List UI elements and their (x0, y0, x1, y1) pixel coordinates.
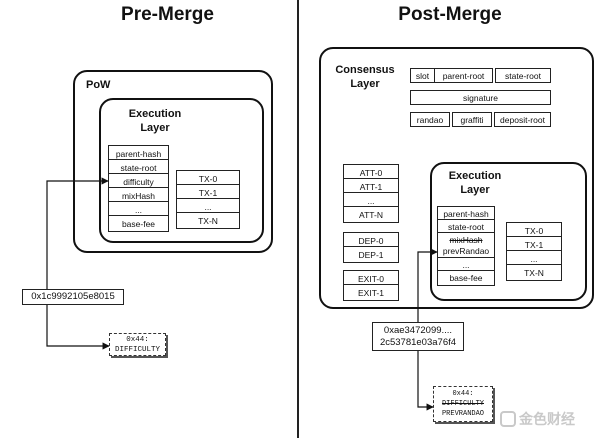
deposit-item: DEP-1 (343, 246, 399, 263)
attestations-list: ATT-0 ATT-1 ... ATT-N (343, 164, 399, 223)
prevrandao-text: prevRandao (442, 246, 490, 256)
field-parent-root: parent-root (434, 68, 493, 83)
pre-hash-value: 0x1c9992105e8015 (22, 289, 124, 305)
field-graffiti: graffiti (452, 112, 492, 127)
field-mixhash: mixHash (108, 187, 169, 204)
pow-label: PoW (86, 79, 111, 91)
watermark-logo-icon (500, 411, 516, 427)
exits-list: EXIT-0 EXIT-1 (343, 270, 399, 301)
field-randao: randao (410, 112, 450, 127)
post-execution-label: Execution Layer (440, 169, 510, 197)
post-merge-title: Post-Merge (398, 4, 502, 25)
field-base-fee: base-fee (108, 215, 169, 232)
watermark: 金色财经 (500, 408, 596, 430)
consensus-label-line2: Layer (350, 78, 380, 90)
field-state-root-cl: state-root (495, 68, 551, 83)
pre-header-fields: parent-hash state-root difficulty mixHas… (108, 145, 169, 232)
post-opcode-code: 0x44: (452, 390, 474, 398)
post-tx-list: TX-0 TX-1 ... TX-N (506, 222, 562, 281)
deposits-list: DEP-0 DEP-1 (343, 232, 399, 263)
pre-hash-to-difficulty-arrow (46, 177, 109, 289)
watermark-text: 金色财经 (519, 411, 575, 427)
post-opcode-new: PREVRANDAO (441, 410, 484, 418)
pre-hash-to-opcode-arrow (46, 305, 110, 350)
post-opcode-old: DIFFICULTY (441, 400, 484, 408)
consensus-label: Consensus Layer (330, 63, 400, 91)
post-hash-line1: 0xae3472099.... (383, 324, 453, 336)
pre-opcode-name: DIFFICULTY (114, 345, 160, 354)
pre-execution-label-line2: Layer (140, 122, 170, 134)
post-hash-to-prevrandao-arrow (417, 248, 438, 322)
pre-opcode-code: 0x44: (126, 335, 149, 344)
field-slot: slot (410, 68, 435, 83)
attestation-item: ATT-N (343, 206, 399, 223)
field-deposit-root: deposit-root (494, 112, 551, 127)
mixhash-struck: mixHash (449, 235, 483, 245)
exit-item: EXIT-1 (343, 284, 399, 301)
post-hash-value: 0xae3472099.... 2c53781e03a76f4 (372, 322, 464, 351)
post-execution-label-line1: Execution (448, 170, 502, 182)
pre-hash-text: 0x1c9992105e8015 (31, 291, 115, 302)
divider (297, 0, 299, 438)
pre-opcode-box: 0x44: DIFFICULTY (109, 333, 166, 356)
post-execution-label-line2: Layer (460, 184, 490, 196)
post-opcode-box: 0x44: DIFFICULTY PREVRANDAO (433, 386, 493, 422)
post-hash-line2: 2c53781e03a76f4 (379, 336, 457, 348)
post-hash-to-opcode-arrow (417, 351, 434, 411)
field-signature: signature (410, 90, 551, 105)
tx-item: TX-N (176, 212, 240, 229)
exit-item: EXIT-0 (343, 270, 399, 287)
pre-execution-label-line1: Execution (128, 108, 182, 120)
consensus-label-line1: Consensus (335, 64, 395, 76)
field-base-fee: base-fee (437, 270, 495, 286)
pre-tx-list: TX-0 TX-1 ... TX-N (176, 170, 240, 229)
tx-item: TX-N (506, 264, 562, 281)
pre-merge-title: Pre-Merge (121, 4, 214, 25)
post-header-fields: parent-hash state-root mixHash prevRanda… (437, 206, 495, 286)
pre-execution-label: Execution Layer (110, 107, 200, 135)
field-mixhash-prevrandao: mixHash prevRandao (437, 232, 495, 260)
